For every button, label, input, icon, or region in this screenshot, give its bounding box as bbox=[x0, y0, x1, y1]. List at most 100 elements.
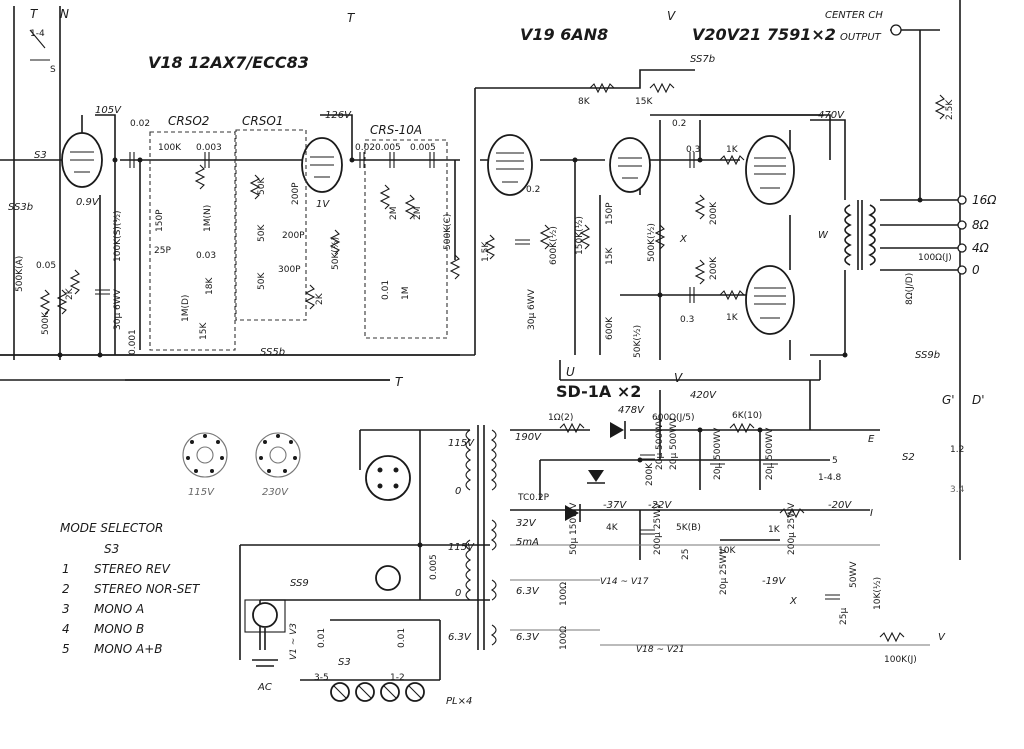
res-8k: 8K bbox=[578, 97, 591, 107]
crso2-block bbox=[149, 131, 236, 351]
cap-25p: 25P bbox=[154, 246, 171, 256]
switch-s2: S2 bbox=[902, 452, 915, 463]
v18-tube-label: V18 12AX7/ECC83 bbox=[148, 53, 309, 72]
crs10a-block bbox=[364, 139, 448, 339]
cap-0-2-b: 0.2 bbox=[526, 185, 540, 195]
node-v-top: V bbox=[667, 9, 676, 23]
cap-tc0-2p: TC0.2P bbox=[517, 493, 550, 503]
res-100k: 100K bbox=[158, 143, 182, 153]
res-10k-half: 10K(½) bbox=[873, 577, 883, 610]
node-v18-v21: V18 ~ V21 bbox=[636, 645, 684, 655]
cap-200p-b: 200P bbox=[282, 231, 305, 241]
switch-ss9b: SS9b bbox=[915, 350, 940, 361]
res-1m-d: 1M(D) bbox=[181, 295, 191, 322]
node-s-top: S bbox=[50, 65, 56, 75]
node-e: E bbox=[868, 434, 875, 445]
cap-50u: 50μ 150WV bbox=[569, 502, 579, 555]
xfmr-0-b: 0 bbox=[455, 588, 461, 599]
v21-output-tube bbox=[745, 265, 795, 335]
rail-neg-19v: -19V bbox=[762, 576, 786, 587]
node-v-mid: V bbox=[674, 371, 683, 385]
node-d: D' bbox=[972, 393, 985, 407]
pilot-lamp-label: PL×4 bbox=[446, 696, 472, 707]
node-u: U bbox=[566, 365, 575, 379]
socket-115v bbox=[182, 432, 228, 478]
v18-tube-b bbox=[301, 137, 343, 193]
res-200k-a: 200K bbox=[709, 201, 719, 225]
rail-32v: 32V bbox=[516, 518, 537, 529]
out-8-ohm: 8Ω bbox=[972, 218, 990, 232]
socket-230v bbox=[255, 432, 301, 478]
xfmr-6-3v-c: 6.3V bbox=[516, 632, 540, 643]
res-50k-half-b: 50K(½) bbox=[633, 325, 643, 358]
res-1m-b: 1M bbox=[401, 287, 411, 301]
center-ch-label: CENTER CH bbox=[825, 10, 883, 21]
cap-0-05: 0.05 bbox=[36, 261, 56, 271]
node-g: G' bbox=[942, 393, 955, 407]
res-18k: 18K bbox=[205, 277, 215, 295]
cap-0-01-c: 0.01 bbox=[397, 628, 407, 648]
node-x-a: X bbox=[679, 234, 688, 245]
switch-1-2: 1-2 bbox=[390, 673, 405, 683]
node-t-top: T bbox=[347, 11, 356, 25]
power-transformer bbox=[465, 425, 497, 650]
rectifier-label: SD-1A ×2 bbox=[556, 382, 641, 401]
rail-126v: 126V bbox=[325, 110, 352, 121]
cap-0-2-a: 0.2 bbox=[672, 119, 686, 129]
res-600k: 600K bbox=[605, 316, 615, 340]
res-2-5k: 2.5K bbox=[945, 99, 955, 120]
rail-478v: 478V bbox=[618, 405, 645, 416]
crso2-label: CRSO2 bbox=[168, 114, 209, 128]
cap-0-01-b: 0.01 bbox=[317, 628, 327, 648]
socket-230v-label: 230V bbox=[262, 487, 289, 498]
cap-20u-e: 20μ 25WV bbox=[719, 548, 729, 595]
output-label: OUTPUT bbox=[840, 32, 882, 43]
switch-1-4-label: 1-4 bbox=[30, 29, 45, 39]
cap-0-001: 0.001 bbox=[128, 329, 138, 355]
rail-470v: 470V bbox=[818, 110, 845, 121]
cap-20u-a: 20μ 500WV bbox=[655, 417, 665, 470]
crso1-label: CRSO1 bbox=[242, 114, 283, 128]
rail-neg-20v: -20V bbox=[828, 500, 852, 511]
switch-3-5: 3-5 bbox=[314, 673, 329, 683]
res-5k-b: 5K(B) bbox=[676, 523, 701, 533]
res-100k-j: 100K(J) bbox=[884, 655, 917, 665]
res-200k-b: 200K bbox=[709, 256, 719, 280]
mode-row-3-label: MONO A bbox=[94, 602, 144, 616]
res-10k: 10K bbox=[718, 546, 736, 556]
cap-0-005-b: 0.005 bbox=[410, 143, 436, 153]
mode-row-4-num: 4 bbox=[62, 622, 70, 636]
res-500k-half: 500K(½) bbox=[647, 223, 657, 262]
rail-1v: 1V bbox=[316, 199, 330, 210]
socket-115v-label: 115V bbox=[188, 487, 215, 498]
mode-selector-legend: MODE SELECTOR S3 1 STEREO REV 2 STEREO N… bbox=[60, 521, 201, 656]
xfmr-115v-b: 115V bbox=[448, 542, 475, 553]
xfmr-6-3v-b: 6.3V bbox=[516, 586, 540, 597]
mode-row-2-label: STEREO NOR-SET bbox=[94, 582, 201, 596]
cap-200p-a: 200P bbox=[291, 182, 301, 205]
switch-s3-a: S3 bbox=[34, 150, 47, 161]
res-500k: 500K bbox=[41, 311, 51, 335]
cap-0-03: 0.03 bbox=[196, 251, 216, 261]
out-16-ohm: 16Ω bbox=[972, 193, 997, 207]
res-100-ohm-c: 100Ω bbox=[559, 626, 569, 650]
res-6k: 6K(10) bbox=[732, 411, 762, 421]
res-50k-a: 50K bbox=[257, 177, 267, 195]
cap-30u: 30μ 6WV bbox=[527, 288, 537, 330]
res-50k-c: 50K bbox=[257, 272, 267, 290]
res-50k-half: 50K(½) bbox=[331, 237, 341, 270]
res-500k-c: 500K(C) bbox=[443, 214, 453, 250]
v19-tube-label: V19 6AN8 bbox=[520, 25, 608, 44]
junction-dots bbox=[57, 157, 923, 548]
res-600-ohm: 600Ω(J/5) bbox=[652, 413, 695, 423]
voltage-selector bbox=[365, 455, 411, 591]
node-n-top: N bbox=[60, 7, 69, 21]
node-v1-v3: V1 ~ V3 bbox=[289, 623, 299, 660]
cap-0-005-a: 0.005 bbox=[375, 143, 401, 153]
switch-3-4: 3.4 bbox=[950, 485, 965, 495]
res-1k-a: 1K bbox=[726, 145, 739, 155]
ac-plug bbox=[244, 599, 286, 667]
xfmr-6-3v-a: 6.3V bbox=[448, 632, 472, 643]
cap-25u: 25μ bbox=[839, 608, 849, 625]
